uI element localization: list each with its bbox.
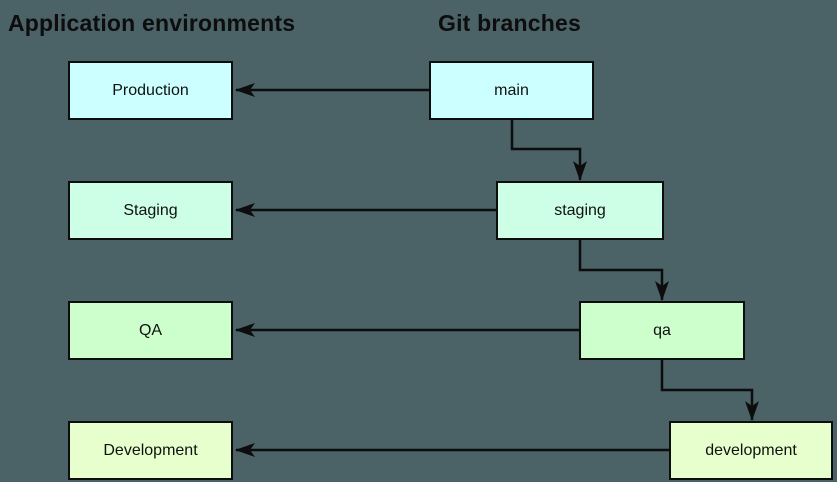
node-label: QA <box>138 321 163 339</box>
node-label: Staging <box>123 201 178 219</box>
node-environment-staging: Staging <box>68 181 233 240</box>
node-environment-development: Development <box>68 421 233 480</box>
node-label: qa <box>653 321 671 339</box>
edge-main-to-staging-arrow <box>510 120 587 181</box>
edge-qa-to-development-arrow <box>660 360 759 421</box>
column-title-git-branches: Git branches <box>438 10 581 36</box>
node-label: main <box>494 81 529 99</box>
node-environment-production: Production <box>68 61 233 120</box>
node-label: development <box>705 441 797 459</box>
node-branch-qa: qa <box>579 301 745 360</box>
node-environment-qa: QA <box>68 301 233 360</box>
node-branch-development: development <box>669 421 833 480</box>
node-label: Development <box>103 441 198 459</box>
edge-staging-to-qa-arrow <box>578 240 669 301</box>
node-branch-main: main <box>429 61 594 120</box>
node-label: Production <box>112 81 189 99</box>
node-label: staging <box>554 201 606 219</box>
column-title-application-environments: Application environments <box>8 10 296 36</box>
node-branch-staging: staging <box>496 181 664 240</box>
